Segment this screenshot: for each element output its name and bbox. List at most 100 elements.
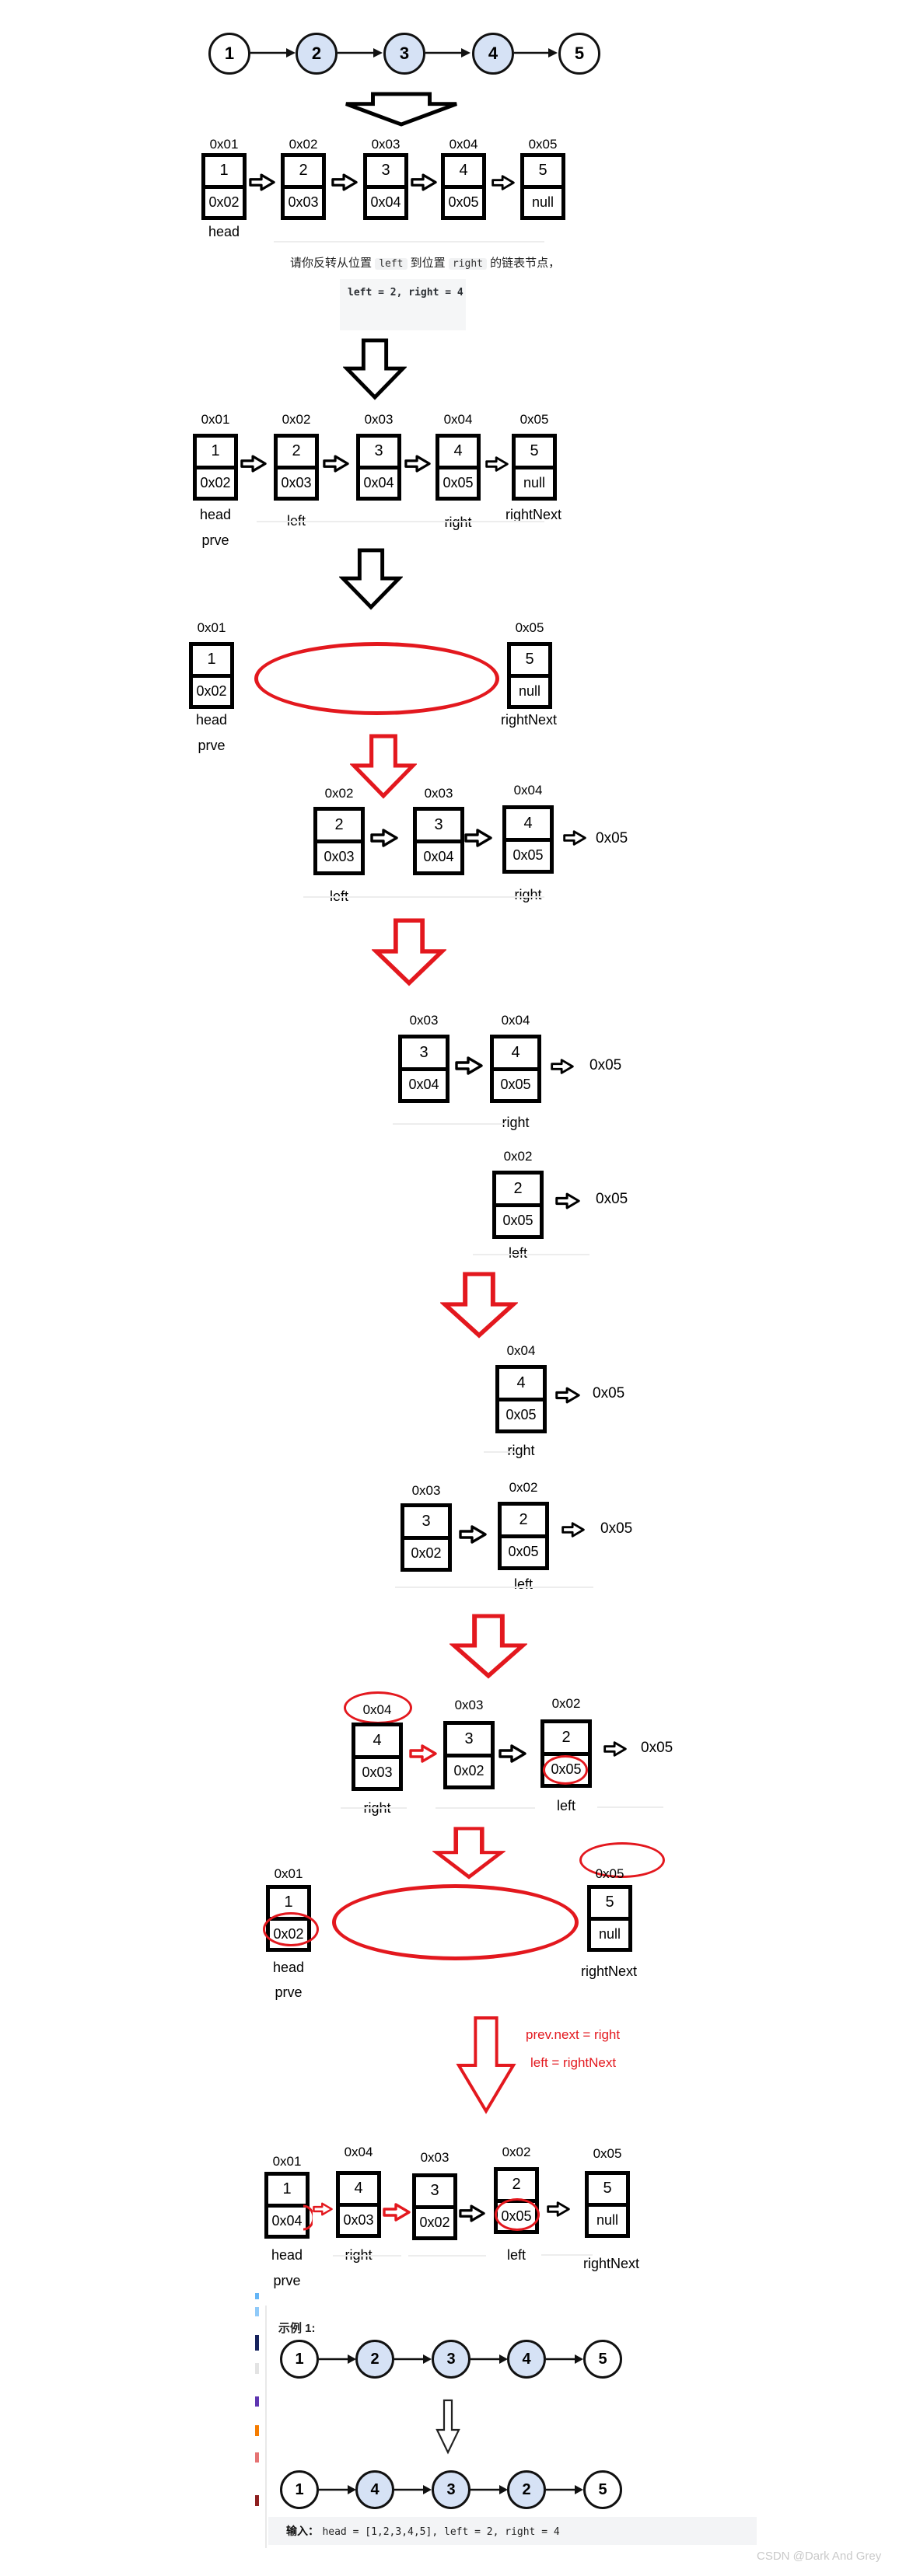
- quote-border-line: [265, 2305, 267, 2548]
- statement-text: 到位置: [410, 257, 446, 270]
- problem-statement: 请你反转从位置 left 到位置 right 的链表节点，: [290, 254, 560, 271]
- node-next: 0x05: [508, 1544, 539, 1560]
- label-left: left: [508, 1245, 527, 1261]
- list-node: 2: [507, 2470, 546, 2509]
- node-next: 0x03: [288, 194, 319, 210]
- node-value: 3: [416, 2177, 453, 2209]
- node-next: 0x05: [502, 1213, 533, 1229]
- red-down-arrow-icon: [450, 1614, 527, 1679]
- list-node: 1: [280, 2470, 319, 2509]
- node-next: 0x04: [370, 194, 401, 210]
- tail-pointer-text: 0x05: [596, 1191, 628, 1207]
- link-arrow-icon: [546, 2354, 583, 2364]
- node-value: 2: [544, 1723, 588, 1756]
- inline-code-right: right: [448, 258, 487, 270]
- params-code: left = 2, right = 4: [348, 287, 463, 298]
- divider-line: [484, 1451, 515, 1453]
- next-pointer-arrow-icon: [240, 455, 267, 473]
- node-box: 2 0x03: [274, 434, 319, 501]
- next-pointer-arrow-icon: [455, 1056, 483, 1075]
- node-address: 0x05: [593, 2146, 622, 2161]
- statement-text: 的链表节点，: [490, 257, 561, 270]
- red-pointer-arrow-icon: [409, 1744, 437, 1763]
- node-address: 0x02: [289, 137, 318, 152]
- list-node-value: 3: [446, 2350, 456, 2368]
- node-next: 0x03: [281, 474, 312, 490]
- node-address: 0x02: [502, 2145, 531, 2159]
- node-value: 3: [404, 1507, 448, 1540]
- label-prve: prve: [201, 532, 229, 548]
- node-value: 4: [340, 2175, 377, 2207]
- example-input-block: 输入： head = [1,2,3,4,5], left = 2, right …: [268, 2517, 757, 2545]
- next-pointer-arrow-icon: [249, 173, 275, 191]
- node-next: null: [523, 474, 546, 490]
- node-address: 0x03: [424, 786, 453, 801]
- label-rightnext: rightNext: [500, 712, 558, 728]
- down-arrow-icon: [343, 338, 407, 400]
- list-node-value: 1: [295, 2480, 304, 2498]
- divider-line: [597, 1806, 663, 1808]
- next-pointer-arrow-icon: [491, 175, 515, 190]
- node-value: 3: [447, 1725, 491, 1757]
- list-node: 2: [355, 2340, 394, 2379]
- tail-pointer-text: 0x05: [641, 1740, 673, 1756]
- list-node: 3: [432, 2470, 470, 2509]
- list-node-value: 2: [311, 44, 322, 63]
- node-address: 0x01: [209, 137, 239, 152]
- label-rightnext: rightNext: [580, 1963, 638, 1979]
- node-address: 0x02: [282, 412, 311, 427]
- node-address: 0x01: [197, 620, 226, 635]
- node-next: 0x04: [423, 849, 454, 865]
- node-value: 2: [278, 438, 315, 469]
- next-pointer-arrow-icon: [485, 456, 509, 472]
- link-arrow-icon: [425, 48, 470, 58]
- node-address: 0x01: [272, 2154, 302, 2169]
- divider-line: [333, 2255, 401, 2257]
- node-value: 4: [439, 438, 477, 469]
- node-next: 0x03: [343, 2211, 374, 2228]
- divider-line: [473, 1254, 589, 1255]
- red-ellipse-annotation: [579, 1842, 665, 1878]
- list-node-value: 1: [224, 44, 235, 63]
- node-address: 0x04: [443, 412, 473, 427]
- node-address: 0x04: [344, 2145, 373, 2159]
- list-node: 5: [583, 2470, 622, 2509]
- inline-code-left: left: [375, 258, 408, 270]
- next-pointer-arrow-icon: [555, 1387, 580, 1404]
- red-down-arrow-icon: [456, 2016, 516, 2114]
- list-node: 4: [472, 33, 514, 75]
- label-right: right: [444, 515, 472, 530]
- node-box: 2 0x03: [281, 153, 326, 220]
- label-left: left: [556, 1798, 575, 1813]
- margin-tick: [255, 2293, 259, 2299]
- node-value: 2: [285, 157, 322, 189]
- example-heading: 示例 1:: [278, 2322, 316, 2335]
- watermark: CSDN @Dark And Grey: [757, 2550, 882, 2563]
- next-pointer-arrow-icon: [603, 1741, 627, 1757]
- list-node: 5: [558, 33, 600, 75]
- label-right: right: [507, 1443, 535, 1458]
- divider-line: [395, 1586, 593, 1588]
- node-box: 4 0x03: [336, 2171, 381, 2238]
- next-pointer-arrow-icon: [555, 1192, 580, 1209]
- red-down-arrow-icon: [440, 1272, 518, 1339]
- red-ellipse-annotation: [495, 2198, 540, 2231]
- next-pointer-arrow-icon: [323, 455, 349, 473]
- list-node-value: 3: [446, 2480, 456, 2498]
- next-pointer-arrow-icon: [404, 455, 431, 473]
- node-next: 0x02: [419, 2214, 450, 2230]
- down-arrow-icon: [345, 92, 457, 127]
- node-value: 4: [445, 157, 482, 189]
- divider-line: [408, 2255, 486, 2257]
